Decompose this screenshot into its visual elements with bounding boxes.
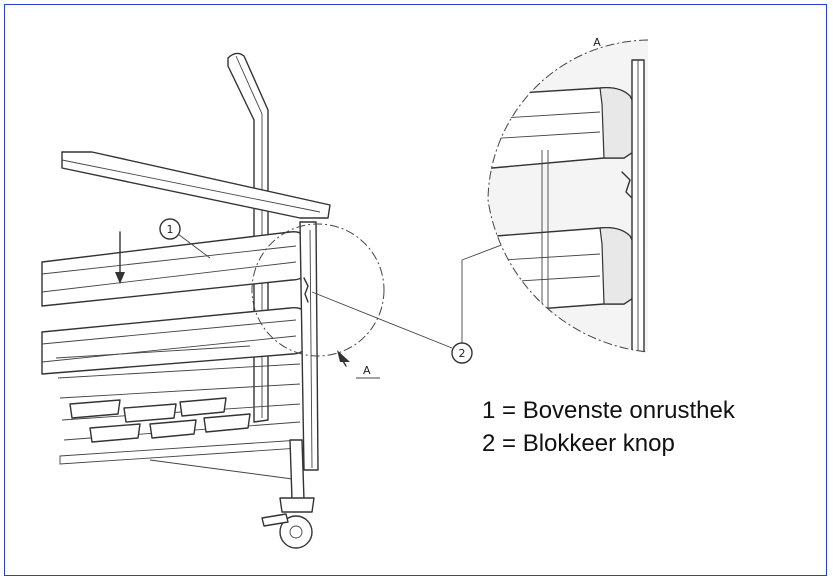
callout-1: 1 bbox=[167, 223, 174, 236]
zoom-detail bbox=[487, 39, 649, 353]
leader-2a bbox=[311, 291, 453, 349]
detail-label-zoom: A bbox=[593, 36, 601, 49]
caster-wheel bbox=[279, 515, 313, 549]
main-bed-illustration bbox=[41, 52, 626, 549]
down-arrow bbox=[115, 231, 125, 284]
legend-item-1: 1 = Bovenste onrusthek bbox=[482, 397, 735, 424]
callout-2-circle bbox=[451, 342, 473, 364]
frame-bar bbox=[59, 439, 301, 465]
leg bbox=[289, 439, 305, 501]
top-bar bbox=[61, 151, 331, 219]
leader-1 bbox=[177, 233, 211, 259]
blocking-knob bbox=[303, 277, 309, 303]
brake-pedal bbox=[261, 513, 289, 527]
right-post bbox=[299, 221, 319, 471]
detail-label-main: A bbox=[363, 364, 371, 377]
callout-2: 2 bbox=[459, 347, 466, 360]
legend: 1 = Bovenste onrusthek 2 = Blokkeer knop bbox=[482, 394, 735, 460]
caster-bracket bbox=[279, 497, 315, 513]
slats bbox=[55, 345, 301, 443]
legend-item-2: 2 = Blokkeer knop bbox=[482, 430, 675, 457]
callout-1-circle bbox=[159, 218, 181, 240]
detail-circle-main bbox=[251, 223, 385, 357]
